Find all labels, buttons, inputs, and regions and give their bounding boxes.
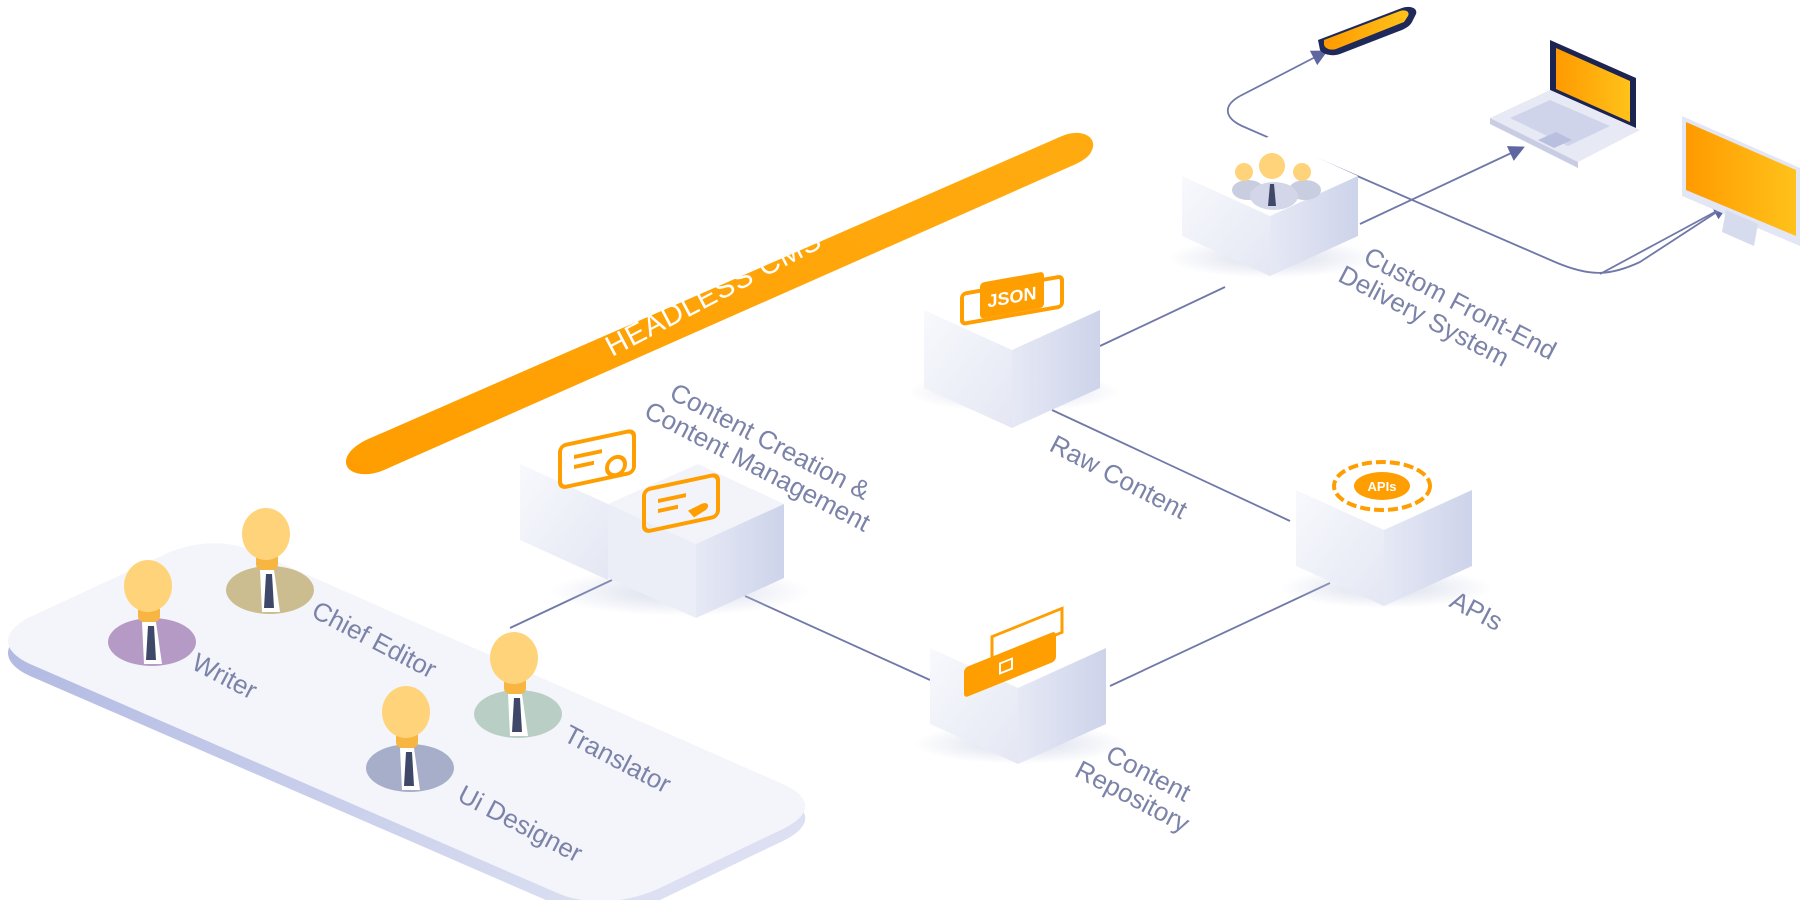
- document-hand-icon: [642, 473, 720, 533]
- translator-avatar: [474, 632, 562, 738]
- content-creation-node[interactable]: [520, 424, 810, 618]
- phone-device-icon: [1318, 6, 1417, 56]
- api-gear-icon: APIs: [1332, 460, 1432, 512]
- line-repository-to-apis: [1109, 582, 1331, 687]
- delivery-system-label: Custom Front-End Delivery System: [1334, 241, 1562, 373]
- connections: [509, 50, 1729, 687]
- chief-editor-avatar: [226, 508, 314, 614]
- line-raw-content-to-apis: [1051, 409, 1291, 522]
- line-content-creation-to-repository: [744, 595, 931, 681]
- raw-content-label: Raw Content: [1045, 429, 1193, 526]
- banner-label: HEADLESS CMS: [600, 224, 827, 363]
- apis-icon-text: APIs: [1368, 479, 1397, 494]
- folder-icon: [964, 606, 1064, 697]
- team-icon: [1232, 153, 1321, 210]
- writer-avatar: [108, 560, 196, 666]
- document-gear-icon: [558, 429, 636, 489]
- arrow-loop-to-phone: [1239, 50, 1328, 97]
- json-file-icon: JSON: [960, 272, 1064, 326]
- raw-content-node[interactable]: JSON: [908, 268, 1120, 428]
- content-repository-node[interactable]: [914, 606, 1126, 764]
- apis-node[interactable]: APIs: [1280, 450, 1492, 608]
- monitor-device-icon: [1682, 116, 1800, 246]
- arrow-to-laptop: [1359, 146, 1525, 225]
- arrow-delivery-loop: [1599, 204, 1729, 275]
- ui-designer-avatar: [366, 686, 454, 792]
- delivery-system-node[interactable]: [1168, 136, 1376, 278]
- laptop-device-icon: [1490, 40, 1640, 168]
- line-raw-content-to-delivery: [1099, 286, 1226, 347]
